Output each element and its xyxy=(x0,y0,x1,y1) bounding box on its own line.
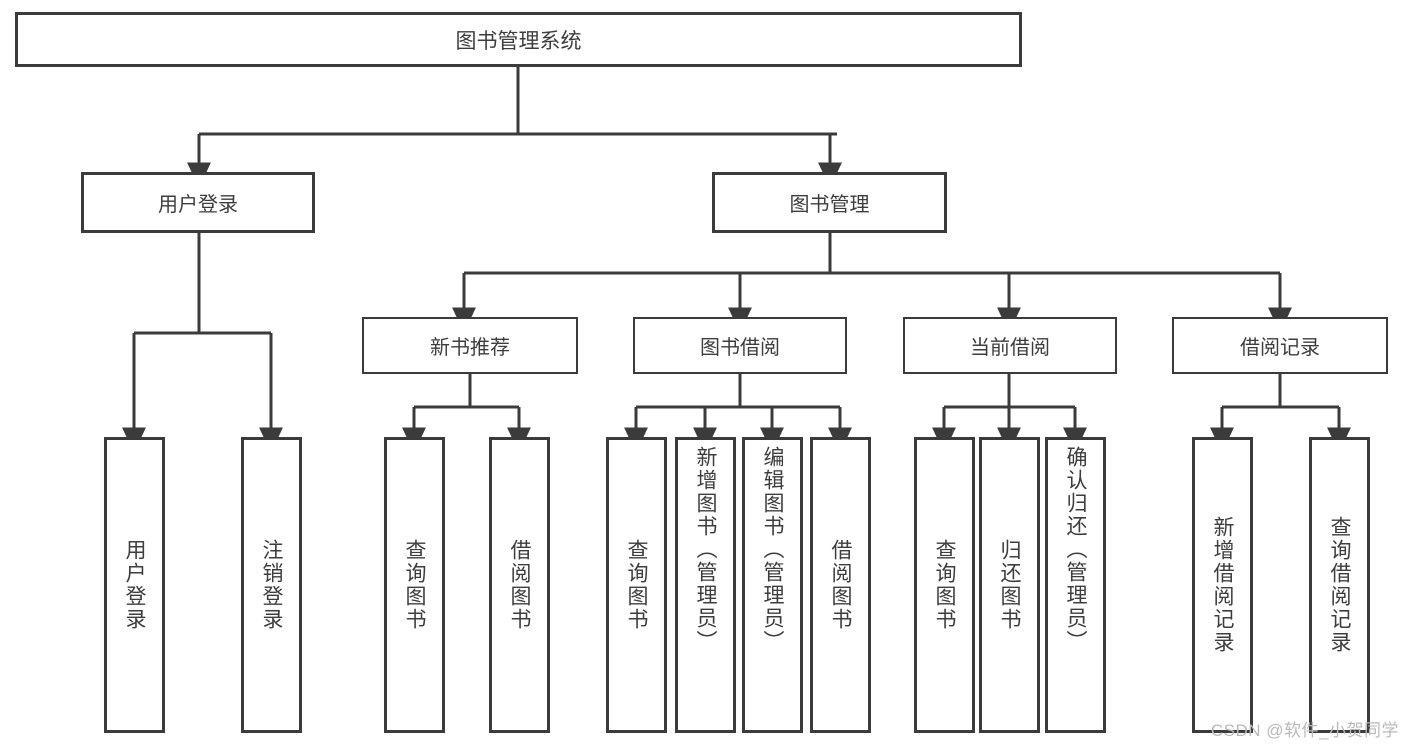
leaf-user-login[interactable]: 用户登录 xyxy=(104,437,165,733)
leaf-query-books-current[interactable]: 查询图书 xyxy=(914,437,975,733)
node-label: 注销登录 xyxy=(260,539,283,631)
node-label: 借阅图书 xyxy=(829,539,852,631)
node-label: 借阅记录 xyxy=(1240,337,1320,359)
node-label: 图书管理 xyxy=(789,194,870,216)
node-label: 查询图书 xyxy=(933,539,956,631)
leaf-query-borrow-record[interactable]: 查询借阅记录 xyxy=(1309,437,1370,733)
node-label: 查询图书 xyxy=(625,539,648,631)
leaf-confirm-return-admin[interactable]: 确认归还（管理员） xyxy=(1045,437,1106,733)
leaf-add-book-admin[interactable]: 新增图书（管理员） xyxy=(675,437,736,733)
leaf-add-borrow-record[interactable]: 新增借阅记录 xyxy=(1192,437,1253,733)
node-label: 用户登录 xyxy=(158,194,238,216)
node-label: 当前借阅 xyxy=(970,337,1050,359)
node-book-borrow[interactable]: 图书借阅 xyxy=(633,317,847,374)
node-label: 新书推荐 xyxy=(430,337,510,359)
watermark-text: CSDN @软件_小贺同学 xyxy=(1210,721,1399,740)
leaf-query-books-borrow[interactable]: 查询图书 xyxy=(606,437,667,733)
node-label: 新增图书（管理员） xyxy=(694,446,717,653)
node-label: 归还图书 xyxy=(998,539,1021,631)
leaf-logout[interactable]: 注销登录 xyxy=(241,437,302,733)
node-root-library-system[interactable]: 图书管理系统 xyxy=(15,12,1022,67)
node-user-login[interactable]: 用户登录 xyxy=(81,172,315,233)
node-label: 新增借阅记录 xyxy=(1211,516,1234,654)
node-current-borrow[interactable]: 当前借阅 xyxy=(903,317,1117,374)
leaf-borrow-books[interactable]: 借阅图书 xyxy=(810,437,871,733)
node-label: 图书管理系统 xyxy=(455,29,582,53)
leaf-borrow-books-recommend[interactable]: 借阅图书 xyxy=(489,437,550,733)
node-label: 查询图书 xyxy=(403,539,426,631)
node-label: 图书借阅 xyxy=(700,337,780,359)
leaf-edit-book-admin[interactable]: 编辑图书（管理员） xyxy=(742,437,803,733)
node-new-book-recommend[interactable]: 新书推荐 xyxy=(362,317,578,374)
node-book-management[interactable]: 图书管理 xyxy=(712,172,947,233)
node-label: 查询借阅记录 xyxy=(1328,516,1351,654)
leaf-return-books[interactable]: 归还图书 xyxy=(979,437,1040,733)
node-label: 编辑图书（管理员） xyxy=(761,446,784,653)
node-label: 用户登录 xyxy=(123,539,146,631)
node-label: 确认归还（管理员） xyxy=(1064,446,1087,653)
node-borrow-record[interactable]: 借阅记录 xyxy=(1172,317,1388,374)
leaf-query-books-recommend[interactable]: 查询图书 xyxy=(384,437,445,733)
node-label: 借阅图书 xyxy=(508,539,531,631)
